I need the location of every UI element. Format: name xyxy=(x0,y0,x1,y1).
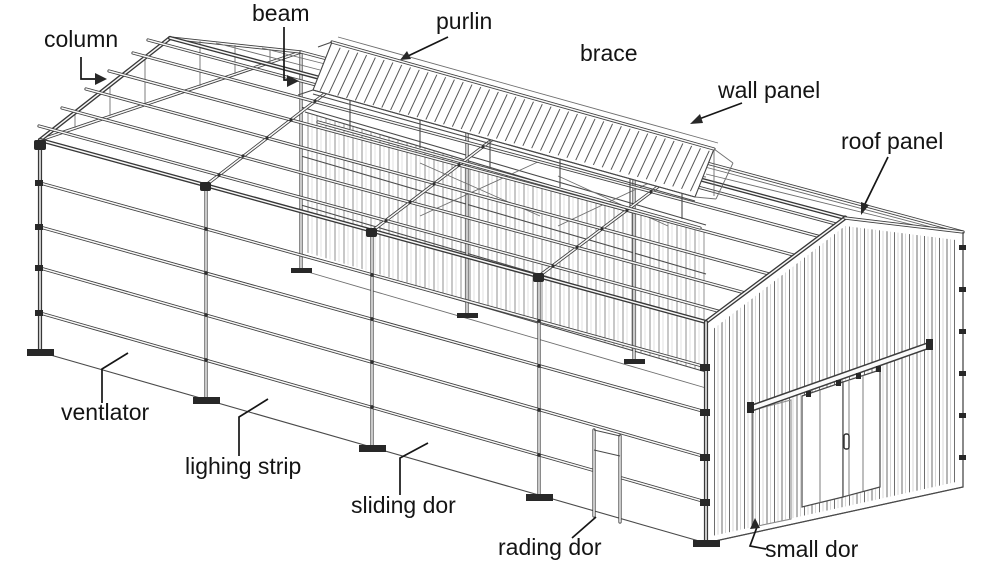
sliding-door-track xyxy=(747,339,933,413)
sliding-door-leader xyxy=(399,442,429,495)
label-roof-panel: roof panel xyxy=(841,128,944,154)
label-ventilator: ventlator xyxy=(61,399,150,425)
label-sliding-door: sliding dor xyxy=(351,492,456,518)
small-door xyxy=(752,399,792,528)
label-radial-door: rading dor xyxy=(498,534,602,560)
beam-arrow xyxy=(283,27,299,87)
label-small-door: small dor xyxy=(765,536,859,562)
door-handle xyxy=(843,433,850,450)
radial-door-leader xyxy=(571,516,597,539)
ventilator-leader xyxy=(101,352,129,403)
leader-lines xyxy=(80,27,889,550)
roof-frame xyxy=(37,35,965,314)
near-wall-frame xyxy=(27,137,709,544)
lighting-strip-leader xyxy=(238,398,269,456)
sliding-door xyxy=(801,366,881,508)
label-wall-panel: wall panel xyxy=(718,77,821,103)
label-beam: beam xyxy=(252,0,310,26)
left-gable-frame xyxy=(38,36,303,142)
purlin-connectors xyxy=(217,99,653,268)
small-door-arrow xyxy=(748,518,767,550)
radial-door-frame xyxy=(592,428,622,524)
label-column: column xyxy=(44,26,119,52)
end-wall-panel xyxy=(693,215,966,547)
girt-connectors xyxy=(204,227,541,457)
label-lighting-strip: lighing strip xyxy=(185,453,302,479)
wall-panel-arrow xyxy=(690,102,743,124)
roof-panel-arrow xyxy=(861,156,889,215)
purlin-arrow xyxy=(400,36,449,60)
label-brace: brace xyxy=(580,40,638,66)
label-purlin: purlin xyxy=(436,8,493,34)
column-arrow xyxy=(80,57,107,85)
ridge-ventilator xyxy=(297,36,734,230)
